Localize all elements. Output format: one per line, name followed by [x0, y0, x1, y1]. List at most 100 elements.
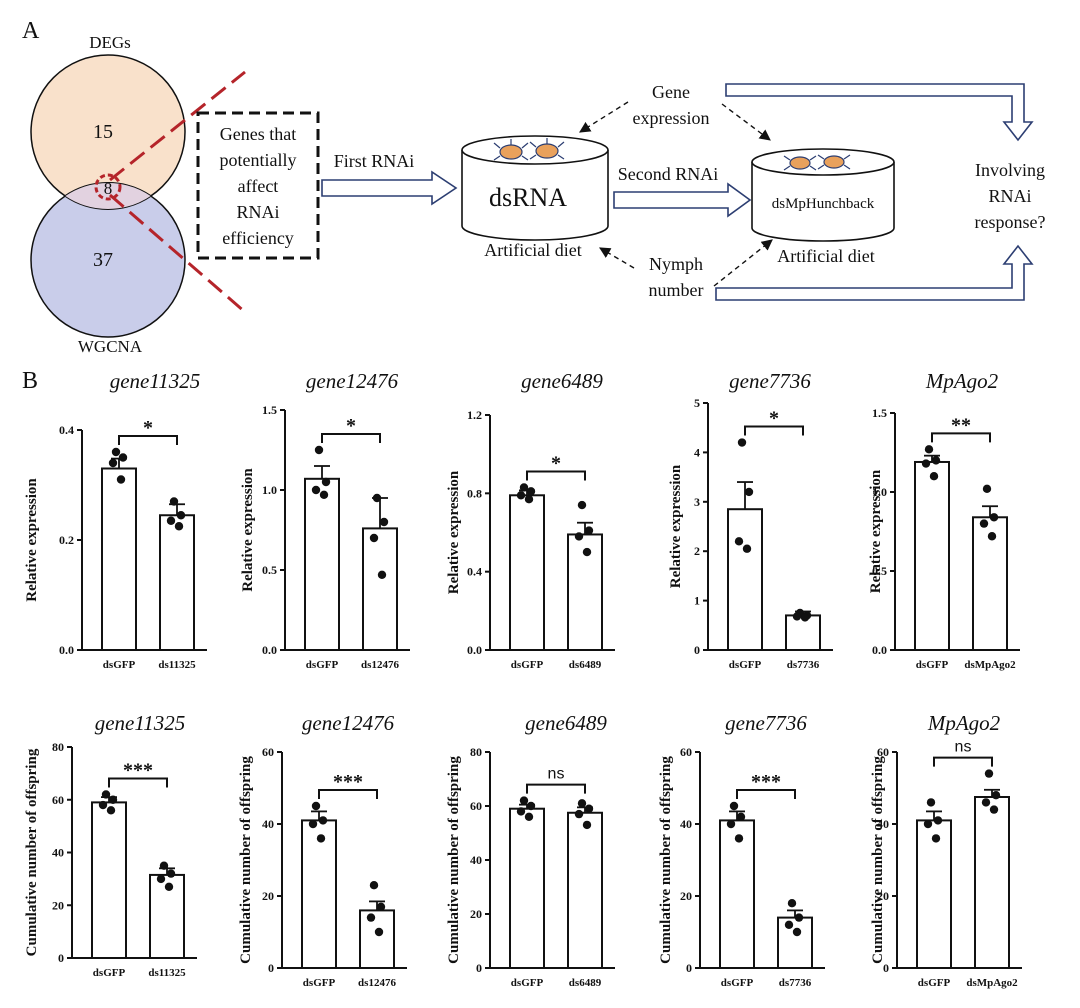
data-point [989, 805, 999, 814]
data-point [800, 613, 810, 622]
data-point [736, 812, 746, 821]
y-tick-label: 0 [58, 951, 64, 965]
involving-line-1: Involving [975, 160, 1045, 180]
y-tick-label: 60 [262, 745, 274, 759]
category-label: dsGFP [916, 659, 949, 671]
data-point [726, 819, 736, 829]
box-line-4: RNAi [236, 202, 279, 222]
data-point [176, 511, 186, 520]
data-point [729, 801, 739, 811]
y-tick-label: 60 [470, 799, 482, 813]
y-tick-label: 2 [694, 544, 700, 558]
second-rnai-arrow [613, 182, 752, 218]
wgcna-label: WGCNA [78, 337, 143, 356]
involving-line-3: response? [975, 212, 1046, 232]
panel-a: A DEGs 15 8 37 WGCNA Genes that potentia… [22, 18, 1045, 356]
y-tick-label: 0.0 [467, 643, 482, 657]
data-point [169, 497, 179, 506]
gene-expression-line-1: Gene [652, 82, 690, 102]
data-point [316, 834, 326, 843]
significance-bracket [318, 789, 378, 799]
panel-b-letter: B [22, 368, 38, 394]
data-point [379, 517, 389, 527]
data-point [524, 495, 534, 504]
data-point [366, 913, 376, 922]
bar-dsGFP [914, 460, 950, 652]
data-point [584, 526, 594, 535]
aphid-icon [783, 155, 817, 171]
data-point [321, 477, 331, 487]
category-label: ds7736 [787, 659, 820, 671]
y-axis-label: Relative expression [24, 478, 40, 602]
chart-title: MpAgo2 [927, 711, 1001, 735]
data-point [374, 927, 384, 937]
data-point [787, 899, 797, 908]
box-line-2: potentially [220, 150, 297, 170]
significance-label: *** [123, 759, 153, 781]
dashed-arrow-gene-to-diet1 [579, 101, 629, 133]
bar-dsGFP [91, 801, 127, 960]
y-tick-label: 1.5 [262, 403, 277, 417]
data-point [979, 519, 989, 528]
data-point [106, 806, 116, 815]
dashed-arrow-nymph-to-diet2 [713, 239, 773, 287]
second-rnai-label: Second RNAi [618, 164, 719, 184]
y-tick-label: 0 [883, 961, 889, 975]
y-tick-label: 0.4 [467, 565, 482, 579]
data-point [376, 902, 386, 911]
data-point [742, 544, 752, 553]
data-point [116, 475, 126, 484]
chart-title: gene6489 [521, 369, 603, 393]
significance-label: * [346, 415, 356, 437]
data-point [792, 927, 802, 937]
data-point [314, 445, 324, 455]
y-tick-label: 60 [877, 745, 889, 759]
y-tick-label: 5 [694, 396, 700, 410]
y-tick-label: 40 [52, 846, 64, 860]
data-point [744, 487, 754, 497]
box-line-3: affect [238, 176, 279, 196]
y-tick-label: 80 [52, 740, 64, 754]
y-tick-label: 0.0 [59, 643, 74, 657]
data-point [794, 913, 804, 922]
chart-title: MpAgo2 [925, 369, 999, 393]
y-tick-label: 1.2 [467, 408, 482, 422]
y-tick-label: 20 [470, 907, 482, 921]
significance-label: *** [751, 771, 781, 793]
data-point [524, 812, 534, 821]
data-point [737, 438, 747, 447]
y-tick-label: 0 [268, 961, 274, 975]
box-line-5: efficiency [222, 228, 294, 248]
significance-bracket [933, 756, 993, 767]
red-dashed-line-lower [109, 193, 246, 314]
y-tick-label: 0.5 [262, 563, 277, 577]
category-label: ds6489 [569, 659, 602, 671]
y-tick-label: 20 [877, 889, 889, 903]
data-point [574, 809, 584, 819]
category-label: dsGFP [511, 659, 544, 671]
y-tick-label: 0 [476, 961, 482, 975]
bar-dsGFP [916, 819, 952, 970]
data-point [159, 861, 169, 870]
y-tick-label: 3 [694, 495, 700, 509]
aphid-icon [529, 138, 565, 160]
panel-a-letter: A [22, 18, 40, 44]
y-tick-label: 20 [680, 889, 692, 903]
significance-bracket [744, 425, 804, 436]
y-tick-label: 20 [52, 898, 64, 912]
data-point [981, 798, 991, 807]
chart-title: gene11325 [110, 369, 201, 393]
aphid-icon [493, 139, 529, 161]
data-point [318, 816, 328, 825]
data-point [734, 537, 744, 546]
y-axis-label: Cumulative number of offspring [238, 756, 254, 964]
wgcna-count: 37 [93, 249, 113, 271]
data-point [931, 456, 941, 465]
involving-line-2: RNAi [988, 186, 1031, 206]
